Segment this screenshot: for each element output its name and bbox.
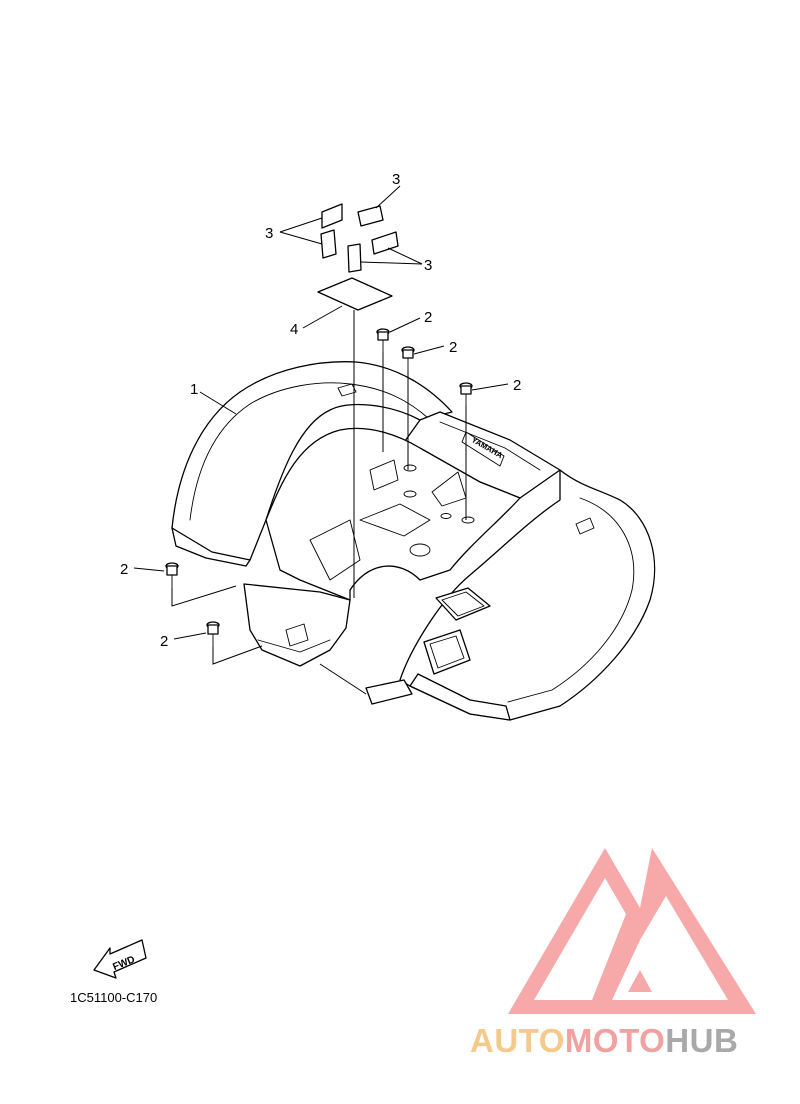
watermark-moto: MOTO xyxy=(565,1022,665,1059)
callout-3: 3 xyxy=(392,171,400,188)
bolt-top-2 xyxy=(401,346,415,371)
rear-fender: YAMAHA xyxy=(171,361,656,721)
watermark-text: AUTOMOTOHUB xyxy=(470,1022,738,1059)
fwd-arrow: FWD xyxy=(93,939,147,979)
callout-2: 2 xyxy=(513,377,521,394)
callout-3: 3 xyxy=(265,225,273,242)
watermark-hub: HUB xyxy=(665,1022,738,1059)
drawing-code: 1C51100-C170 xyxy=(70,990,157,1005)
callout-2: 2 xyxy=(424,309,432,326)
callout-3: 3 xyxy=(424,257,432,274)
watermark-logo xyxy=(508,848,756,1014)
bolt-top-1 xyxy=(376,328,390,353)
callout-2: 2 xyxy=(160,633,168,650)
leader-lines xyxy=(133,185,509,695)
reflector-stickers xyxy=(320,203,399,273)
callout-2: 2 xyxy=(449,339,457,356)
label-plate xyxy=(317,277,393,311)
callout-2: 2 xyxy=(120,561,128,578)
callouts: 3 3 3 4 2 2 2 1 2 2 xyxy=(120,171,521,650)
callout-1: 1 xyxy=(190,381,198,398)
watermark-auto: AUTO xyxy=(470,1022,565,1059)
bolt-top-3 xyxy=(459,382,473,407)
bolt-side-1 xyxy=(165,562,179,589)
callout-4: 4 xyxy=(290,321,298,338)
watermark-logo-mark xyxy=(508,848,756,1014)
bolt-side-2 xyxy=(206,621,220,648)
